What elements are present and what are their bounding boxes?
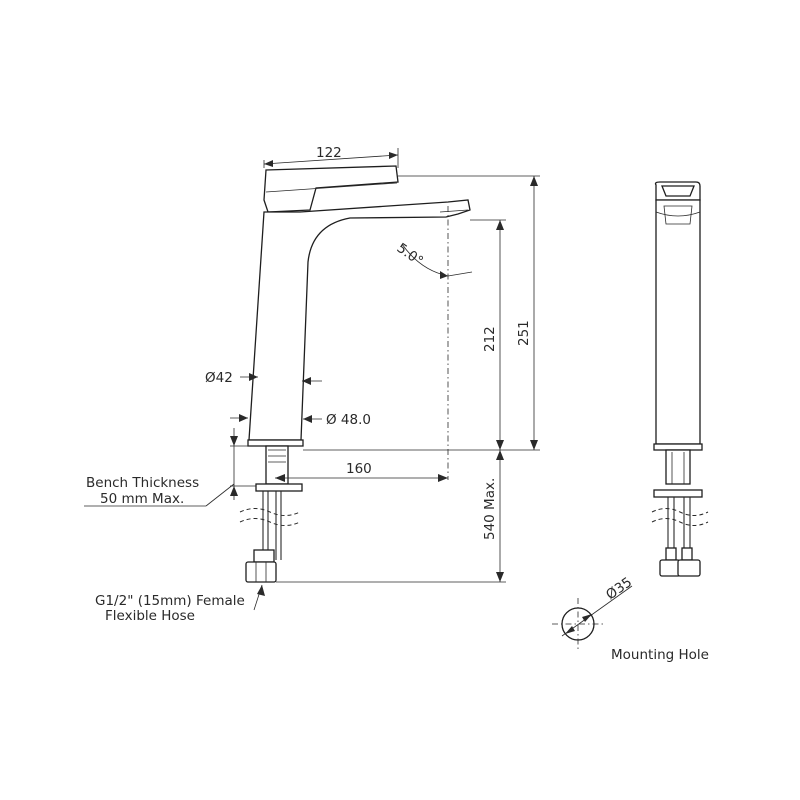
base-diameter-label: Ø 48.0 [326, 412, 371, 428]
backnut [255, 483, 303, 492]
front-body [655, 199, 701, 445]
mounting-hole-label: Mounting Hole [611, 647, 709, 663]
hose-note-line1: G1/2" (15mm) Female [95, 593, 245, 609]
dimension-lines [84, 148, 540, 611]
front-view [651, 181, 709, 577]
bench-thickness-line2: 50 mm Max. [100, 491, 184, 507]
lever-handle [263, 165, 399, 213]
spout-body [248, 199, 471, 441]
bench-thickness-line1: Bench Thickness [86, 475, 199, 491]
spout-reach-label: 160 [346, 461, 372, 477]
below-bench-label: 540 Max. [482, 478, 498, 540]
body-diameter-label: Ø42 [205, 370, 233, 386]
spout-height-label: 212 [482, 326, 498, 352]
mounting-hole-view [552, 585, 633, 650]
lever-length-label: 122 [316, 145, 342, 161]
spout-angle-label: 5.0° [394, 240, 426, 269]
base-plate [247, 439, 304, 447]
hole-diameter-label: Ø35 [603, 574, 635, 603]
hose-note-line2: Flexible Hose [105, 608, 195, 624]
total-height-label: 251 [516, 320, 532, 346]
side-view [239, 165, 471, 583]
